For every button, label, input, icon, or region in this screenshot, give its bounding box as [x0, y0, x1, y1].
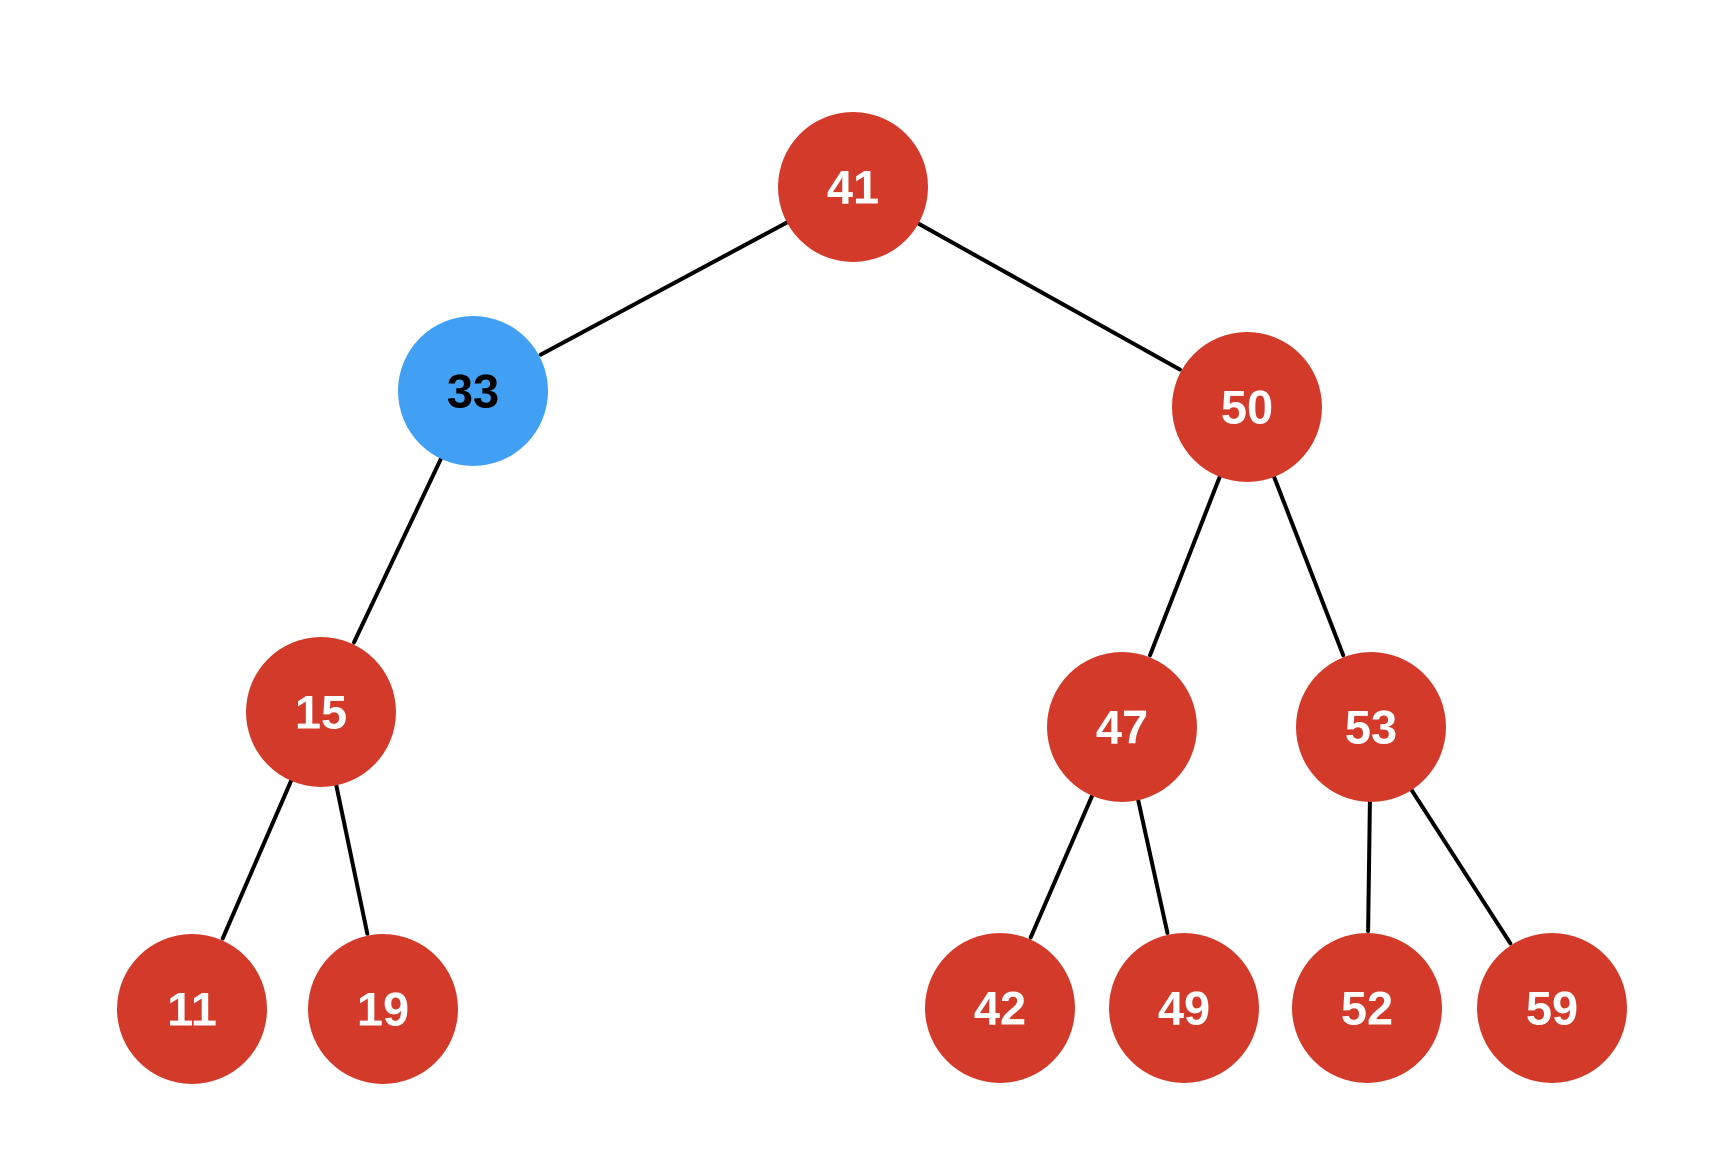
tree-edge-41-50 — [916, 221, 1182, 372]
tree-edge-15-19 — [334, 783, 370, 936]
tree-node-label-42: 42 — [974, 981, 1026, 1034]
tree-node-label-49: 49 — [1158, 981, 1210, 1034]
tree-node-label-33: 33 — [447, 364, 499, 417]
tree-node-label-15: 15 — [295, 685, 347, 738]
tree-node-41: 41 — [778, 112, 928, 262]
tree-node-50: 50 — [1172, 332, 1322, 482]
tree-node-59: 59 — [1477, 933, 1627, 1083]
tree-node-33: 33 — [398, 316, 548, 466]
tree-node-circle-highlighted — [398, 316, 548, 466]
tree-node-circle — [246, 637, 396, 787]
tree-node-circle — [308, 934, 458, 1084]
tree-node-52: 52 — [1292, 933, 1442, 1083]
tree-node-53: 53 — [1296, 652, 1446, 802]
tree-node-label-11: 11 — [167, 982, 217, 1035]
tree-node-15: 15 — [246, 637, 396, 787]
tree-edge-53-52 — [1366, 800, 1372, 933]
tree-node-circle — [778, 112, 928, 262]
tree-node-47: 47 — [1047, 652, 1197, 802]
tree-node-label-52: 52 — [1341, 981, 1393, 1034]
tree-node-label-41: 41 — [827, 160, 879, 213]
tree-node-label-47: 47 — [1096, 700, 1148, 753]
tree-edge-41-33 — [538, 220, 789, 357]
tree-node-49: 49 — [1109, 933, 1259, 1083]
tree-edge-50-47 — [1148, 474, 1222, 658]
tree-node-circle — [1292, 933, 1442, 1083]
tree-node-circle — [925, 933, 1075, 1083]
tree-edge-33-15 — [352, 456, 443, 645]
tree-node-circle — [1477, 933, 1627, 1083]
tree-node-19: 19 — [308, 934, 458, 1084]
tree-node-circle — [117, 934, 267, 1084]
tree-node-circle — [1172, 332, 1322, 482]
tree-node-42: 42 — [925, 933, 1075, 1083]
tree-node-circle — [1109, 933, 1259, 1083]
tree-node-label-59: 59 — [1526, 981, 1578, 1034]
tree-node-label-50: 50 — [1221, 380, 1273, 433]
tree-node-label-53: 53 — [1345, 700, 1397, 753]
tree-edge-50-53 — [1272, 474, 1346, 658]
tree-node-circle — [1296, 652, 1446, 802]
tree-node-circle — [1047, 652, 1197, 802]
tree-edge-47-49 — [1136, 798, 1170, 935]
tree-node-label-19: 19 — [357, 982, 409, 1035]
tree-edge-47-42 — [1028, 793, 1095, 940]
tree-node-11: 11 — [117, 934, 267, 1084]
tree-edge-15-11 — [220, 778, 294, 941]
tree-edge-53-59 — [1409, 788, 1513, 946]
